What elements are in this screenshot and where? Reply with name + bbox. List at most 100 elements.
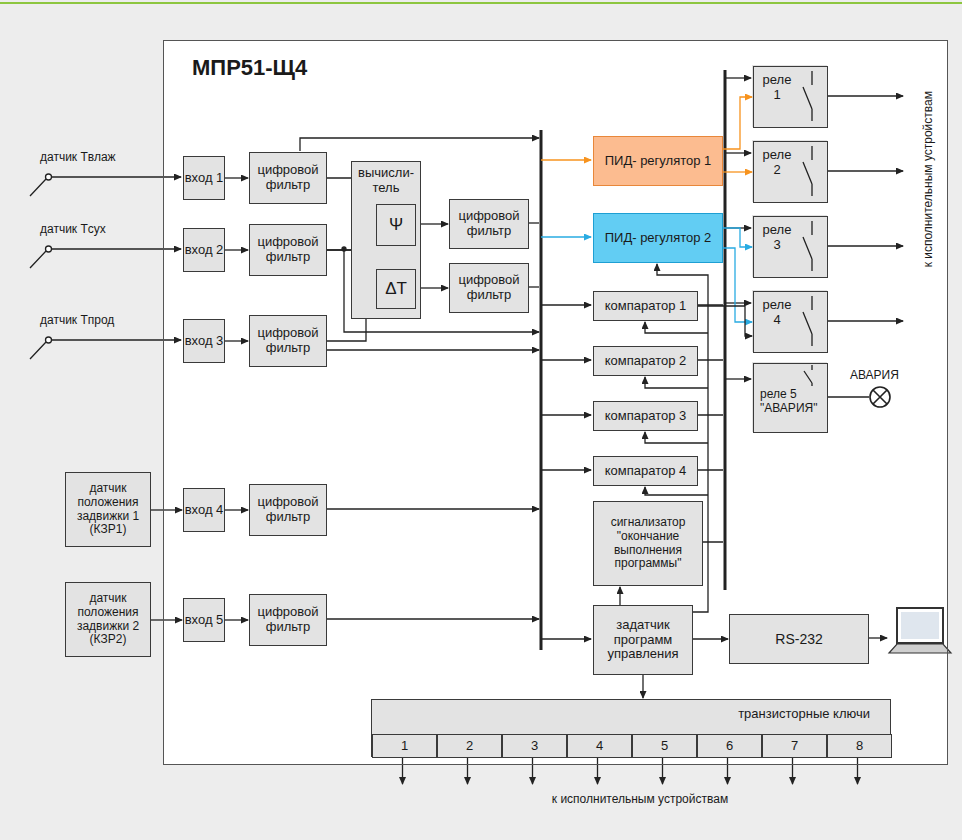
laptop-screen	[897, 608, 943, 643]
relay-box: реле 3	[753, 216, 828, 278]
key-output	[532, 756, 533, 784]
data-bus	[540, 130, 543, 650]
node-text: RS-232	[775, 631, 822, 647]
setpoint-wire	[645, 322, 708, 333]
transistor-keys: транзисторные ключи12345678	[371, 699, 891, 757]
relay-bus	[724, 70, 727, 590]
bus-wire	[300, 138, 539, 151]
relay-bus-wire	[725, 77, 751, 78]
node-text: ΔT	[385, 279, 407, 299]
output-wire	[827, 245, 903, 246]
serial-wire	[868, 637, 887, 638]
label-text: датчик Tпрод	[40, 313, 114, 327]
bus-wire	[541, 469, 591, 470]
relay-box: реле 5 "АВАРИЯ"	[753, 363, 828, 433]
key-output	[402, 756, 403, 784]
relay-contact	[803, 296, 812, 346]
key-cell: 6	[697, 734, 762, 758]
relay-contact	[803, 146, 812, 196]
function-block: цифровой фильтр	[249, 484, 327, 536]
bus-wire	[541, 638, 591, 639]
relay-box: реле 2	[753, 141, 828, 203]
laptop-screen	[901, 612, 939, 639]
bus-wire	[528, 286, 539, 287]
node-text: ПИД- регулятор 1	[605, 154, 712, 169]
setpoint-wire	[645, 432, 708, 443]
relay-box: реле 4	[753, 291, 828, 353]
sensor-symbol	[46, 174, 52, 180]
relay-ground	[752, 215, 827, 277]
sensor-wire	[52, 176, 181, 177]
connector-arrow	[698, 306, 752, 336]
setpoint-wire	[645, 377, 708, 388]
sensor-wire	[52, 248, 181, 249]
label-text: АВАРИЯ	[850, 368, 899, 382]
node-text: сигнализатор "окончание выполнения прогр…	[594, 516, 702, 571]
node-text: реле 1	[760, 73, 794, 103]
laptop-icon	[889, 608, 951, 653]
function-block: цифровой фильтр	[249, 594, 327, 646]
node-text: вычисли- тель	[352, 166, 420, 196]
relay-box: реле 1	[753, 66, 828, 128]
connector-arrow	[225, 340, 248, 341]
bus-wire	[528, 222, 539, 223]
node-text: вход 5	[185, 613, 224, 628]
output-wire	[827, 170, 903, 171]
bus-wire	[541, 304, 591, 305]
node-text: 7	[791, 739, 798, 754]
relay-ground	[752, 290, 827, 352]
connector-arrow	[723, 97, 752, 149]
alarm-lamp	[873, 390, 887, 404]
node-text: реле 5 "АВАРИЯ"	[760, 388, 827, 416]
node-text: компаратор 2	[605, 354, 687, 369]
housing-ground	[163, 40, 948, 765]
function-block: вход 1	[183, 156, 225, 200]
relay-ground	[752, 362, 827, 432]
relay-bus-wire	[725, 378, 751, 379]
connector-arrow	[723, 228, 752, 247]
device-housing: МПР51-Щ4 вход 1 цифровой фильтр вычисли- те…	[163, 40, 948, 765]
key-cell: 4	[567, 734, 632, 758]
key-output	[597, 756, 598, 784]
relay-bus-wire	[725, 302, 751, 303]
label-text: к исполнительным устройствам	[380, 792, 900, 806]
output-wire	[827, 320, 903, 321]
connector-arrow	[693, 638, 728, 639]
top-rule	[0, 2, 962, 4]
sensor-symbol	[46, 337, 52, 343]
relay-contact	[804, 365, 812, 386]
node-text: вход 4	[185, 503, 224, 518]
relay-contact	[803, 221, 812, 271]
node-text: цифровой фильтр	[250, 495, 326, 525]
node-text: ПИД- регулятор 2	[605, 231, 712, 246]
key-output	[662, 756, 663, 784]
node-text: МПР51-Щ4	[192, 55, 307, 80]
function-block: компаратор 2	[593, 346, 698, 376]
node-text: Ψ	[389, 215, 403, 235]
node-text: задатчик программ управления	[594, 618, 692, 663]
bus-wire	[326, 508, 539, 509]
node-text: цифровой фильтр	[450, 273, 528, 303]
connector-arrow	[723, 248, 752, 322]
node-text: транзисторные ключи	[738, 707, 870, 722]
calculator-block: вычисли- тельΨ ΔT	[351, 161, 421, 319]
calc-unit: ΔT	[376, 269, 416, 309]
function-block: цифровой фильтр	[249, 152, 327, 204]
function-block: цифровой фильтр	[449, 199, 529, 249]
function-block: компаратор 4	[593, 456, 698, 486]
setpoint-wire	[645, 487, 708, 495]
key-output	[792, 756, 793, 784]
key-output	[467, 756, 468, 784]
connector-arrow	[151, 509, 182, 510]
key-cell: 3	[502, 734, 567, 758]
connector-arrow	[225, 619, 248, 620]
node-text: 5	[661, 739, 668, 754]
connector-arrow	[225, 509, 248, 510]
bus-wire	[326, 349, 539, 350]
function-block: задатчик программ управления	[593, 605, 693, 675]
function-block: вход 3	[183, 319, 225, 363]
bus-wire	[326, 618, 539, 619]
label-text: к исполнительным устройствам	[921, 64, 935, 294]
key-output	[727, 756, 728, 784]
pid-controller: ПИД- регулятор 1	[593, 136, 723, 186]
